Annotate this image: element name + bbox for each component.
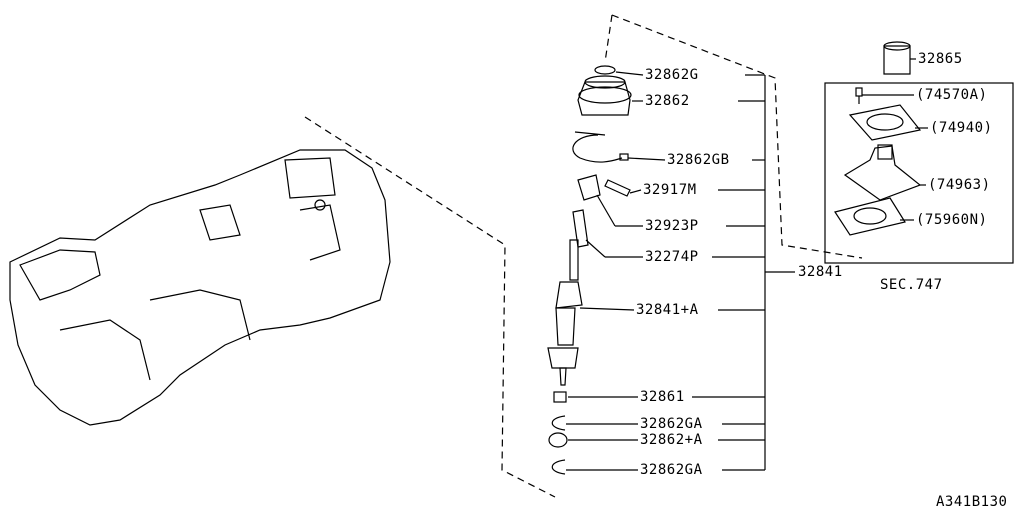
sec-747-box [824, 82, 1014, 264]
part-32923P-drawing [577, 174, 601, 201]
diagram-code: A341B130 [936, 494, 1008, 510]
dashed-line-right [611, 14, 863, 259]
label-part-74963: (74963) [928, 177, 991, 193]
transmission-illustration [9, 149, 391, 426]
label-part-74570A: (74570A) [916, 87, 988, 103]
part-32862GA-drawing [551, 415, 566, 431]
part-32274P-drawing [572, 209, 589, 248]
part-32862A-drawing [548, 432, 568, 448]
part-32862G-drawing [594, 65, 616, 75]
part-32862GA-drawing-2 [551, 459, 566, 475]
label-part-75960N: (75960N) [916, 212, 988, 228]
label-part-32862GB: 32862GB [667, 152, 730, 168]
leader-lines [566, 71, 795, 471]
shift-lever-parts [547, 65, 632, 475]
label-part-32861: 32861 [640, 389, 685, 405]
part-32917M-drawing [604, 179, 631, 197]
part-32841A-drawing [555, 281, 583, 309]
label-part-32862GA-2: 32862GA [640, 462, 703, 478]
label-part-32923P: 32923P [645, 218, 699, 234]
label-part-32865: 32865 [918, 51, 963, 67]
phantom-lines [304, 14, 863, 498]
label-part-32862G: 32862G [645, 67, 699, 83]
part-32862GB-drawing [572, 134, 623, 163]
part-32865-knob-drawing [883, 41, 916, 75]
sec-747-parts [834, 87, 928, 236]
label-part-32862A: 32862+A [640, 432, 703, 448]
dashed-line-left [304, 116, 556, 498]
label-part-74940: (74940) [930, 120, 993, 136]
label-part-32841A: 32841+A [636, 302, 699, 318]
label-part-32862GA: 32862GA [640, 416, 703, 432]
label-part-32862: 32862 [645, 93, 690, 109]
label-part-32917M: 32917M [643, 182, 697, 198]
label-part-32274P: 32274P [645, 249, 699, 265]
label-assembly-32841: 32841 [798, 264, 843, 280]
part-32861-drawing [553, 391, 567, 403]
section-reference: SEC.747 [880, 277, 943, 293]
